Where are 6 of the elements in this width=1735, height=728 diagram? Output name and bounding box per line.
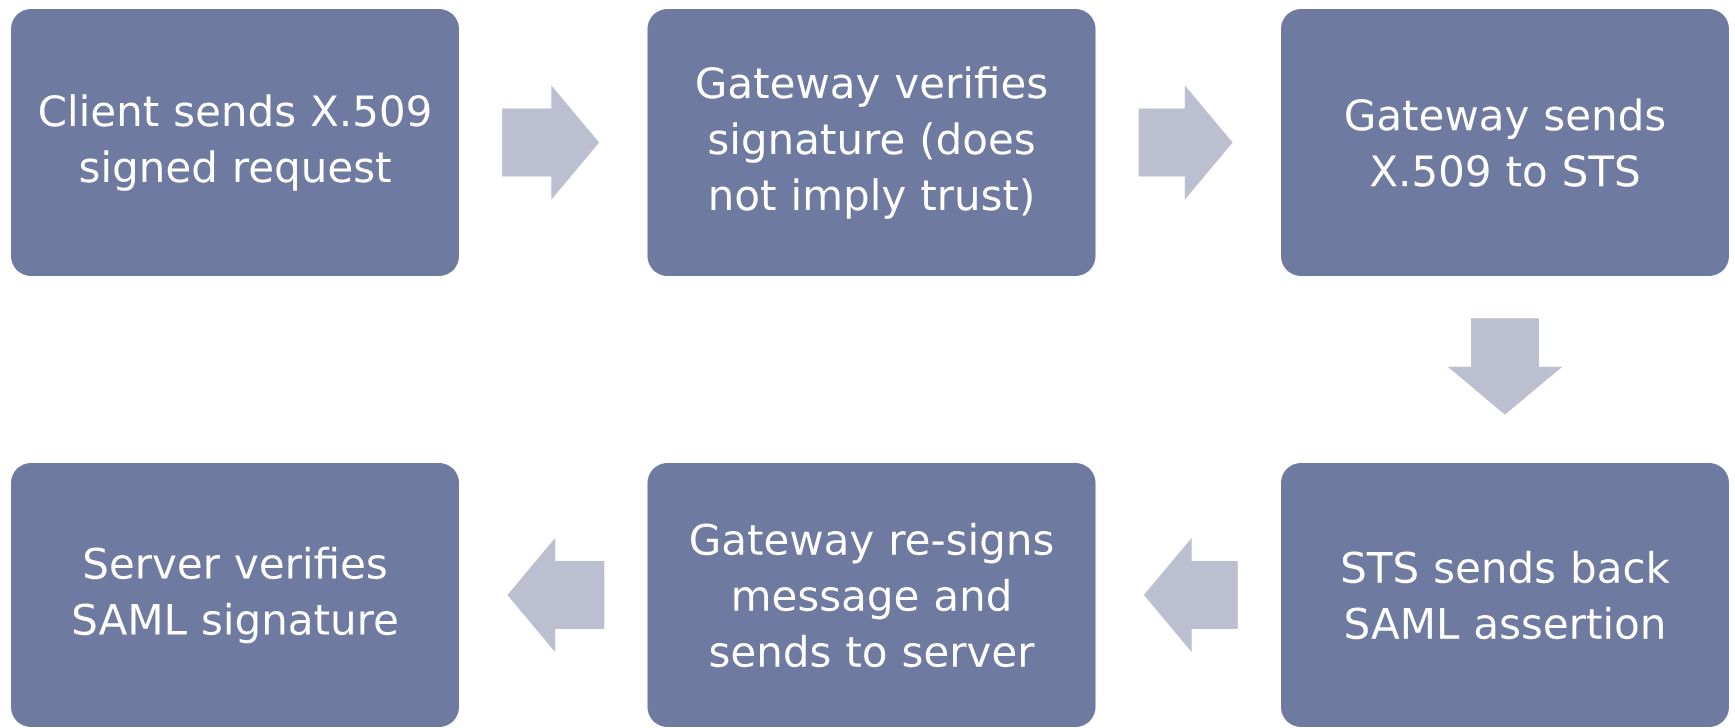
process-box: Client sends X.509 signed request — [11, 9, 459, 276]
process-box: Gateway verifies signature (does not imply trust) — [647, 9, 1096, 276]
process-box: Gateway re-signs message and sends to server — [647, 463, 1096, 727]
process-box: STS sends back SAML assertion — [1281, 463, 1729, 727]
process-box: Gateway sends X.509 to STS — [1281, 9, 1729, 276]
process-box: Server verifies SAML signature — [11, 463, 459, 727]
